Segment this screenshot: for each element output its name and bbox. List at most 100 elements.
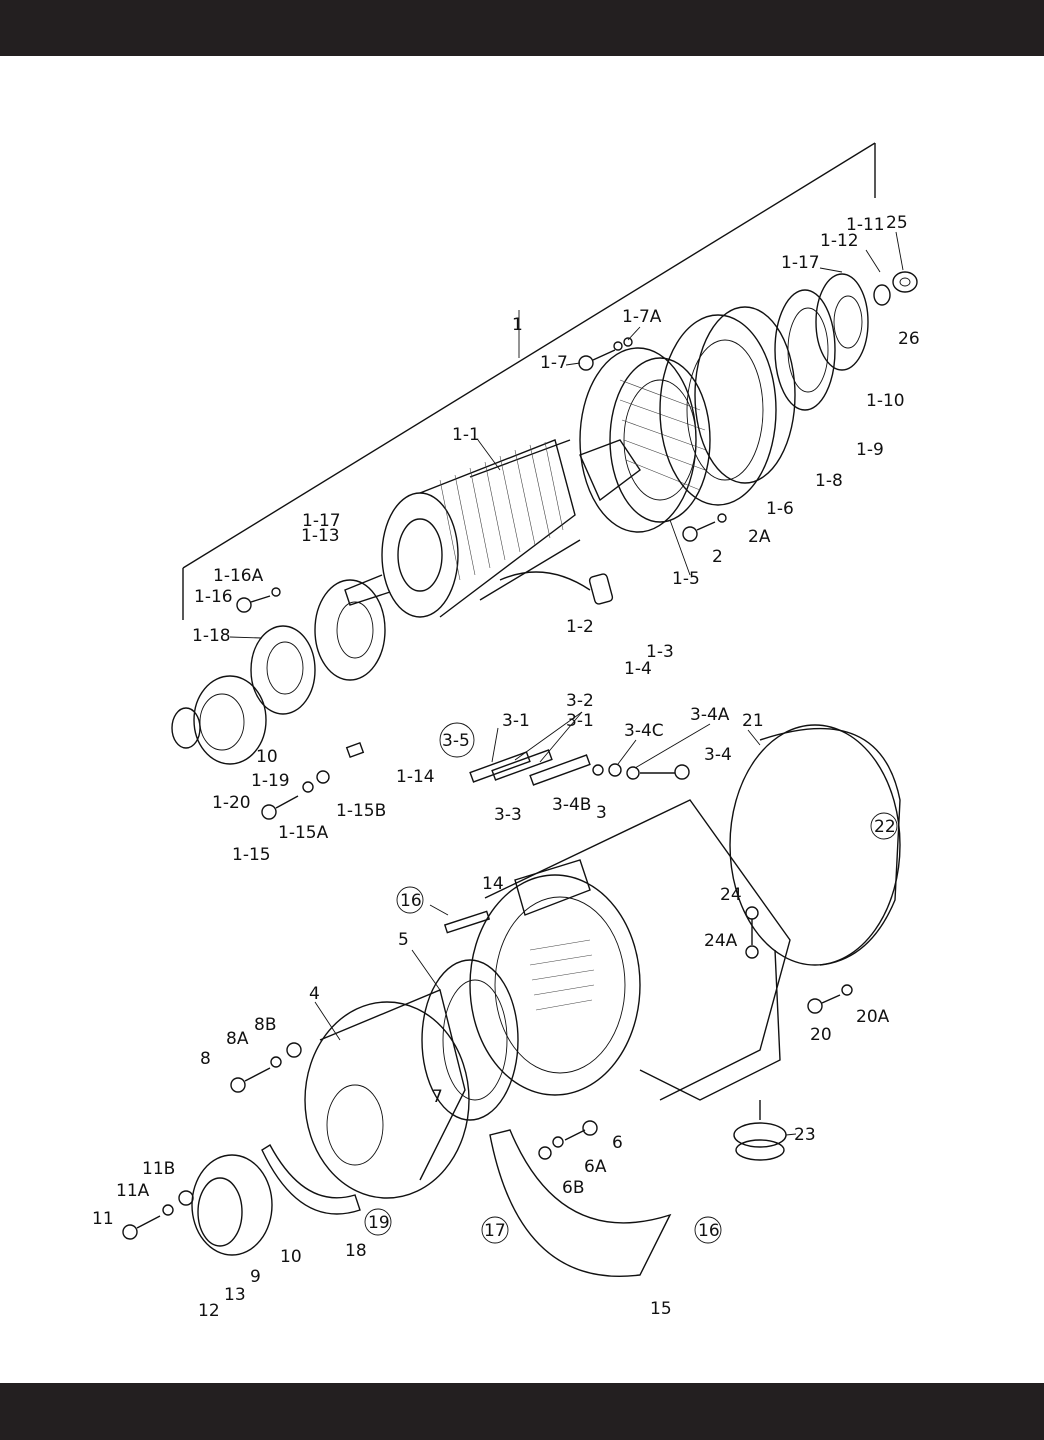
disk-1-9 [774, 289, 836, 411]
label-11b: 11B [142, 1159, 175, 1179]
label-3-4: 3-4 [704, 745, 732, 765]
label-3-2: 3-2 [566, 691, 594, 711]
rotor-assembly-bracket [182, 142, 876, 620]
bolt-1-15 [261, 770, 330, 820]
label-1: 1 [512, 315, 523, 335]
bolt-11 [122, 1190, 194, 1240]
label-11a: 11A [116, 1181, 150, 1201]
label-6a: 6A [584, 1157, 607, 1177]
label-7: 7 [432, 1087, 443, 1107]
label-1-15a: 1-15A [278, 823, 329, 843]
label-1-6: 1-6 [766, 499, 794, 519]
ring-26 [873, 284, 891, 306]
plate-1-13 [314, 579, 386, 681]
label-10-lower: 10 [280, 1247, 302, 1267]
label-1-15: 1-15 [232, 845, 271, 865]
label-1-15b: 1-15B [336, 801, 386, 821]
label-1-7a: 1-7A [622, 307, 662, 327]
label-8b: 8B [254, 1015, 276, 1035]
label-3-1-right: 3-1 [566, 711, 594, 731]
bottom-banner [0, 1383, 1044, 1440]
callout-labels: 1 1-1 1-2 1-3 1-4 1-5 1-6 1-7 1-7A 1-8 1… [92, 213, 920, 1321]
bolt-3-4 [592, 763, 690, 780]
label-1-12: 1-12 [820, 231, 859, 251]
plate-14 [443, 910, 491, 934]
callout-circles [364, 722, 898, 1244]
label-6b: 6B [562, 1178, 584, 1198]
label-1-10: 1-10 [866, 391, 905, 411]
bolt-20 [807, 984, 853, 1014]
label-11: 11 [92, 1209, 114, 1229]
label-26: 26 [898, 329, 920, 349]
cover-1-18 [250, 625, 316, 715]
label-1-1: 1-1 [452, 425, 480, 445]
label-24a: 24A [704, 931, 738, 951]
part-1-2 [588, 573, 614, 605]
label-16-left: 16 [400, 891, 422, 911]
bolt-2 [682, 513, 727, 542]
label-22: 22 [874, 817, 896, 837]
label-1-2: 1-2 [566, 617, 594, 637]
label-2: 2 [712, 547, 723, 567]
label-23: 23 [794, 1125, 816, 1145]
label-1-5: 1-5 [672, 569, 700, 589]
label-12: 12 [198, 1301, 220, 1321]
rotor-1-1 [344, 439, 641, 618]
stator-frame-3 [469, 799, 791, 1101]
label-15: 15 [650, 1299, 672, 1319]
label-14: 14 [482, 874, 504, 894]
bolt-1-7 [578, 337, 633, 371]
bushing-25 [892, 271, 918, 293]
label-10-upper: 10 [256, 747, 278, 767]
label-4: 4 [309, 984, 320, 1004]
label-1-7: 1-7 [540, 353, 568, 373]
label-1-16: 1-16 [194, 587, 233, 607]
leader-lines [229, 231, 904, 1136]
bolt-24 [745, 906, 759, 959]
label-1-4: 1-4 [624, 659, 652, 679]
cover-10 [191, 1154, 273, 1256]
label-21: 21 [742, 711, 764, 731]
label-1-8: 1-8 [815, 471, 843, 491]
label-1-19: 1-19 [251, 771, 290, 791]
screen-21 [729, 724, 901, 966]
snap-ring-1-20 [171, 707, 201, 749]
label-24: 24 [720, 885, 742, 905]
bolt-1-16 [236, 587, 281, 613]
clip-1-14 [345, 742, 365, 758]
label-1-16a: 1-16A [213, 566, 264, 586]
disk-1-10 [815, 273, 869, 371]
label-1-11: 1-11 [846, 215, 885, 235]
label-6: 6 [612, 1133, 623, 1153]
label-18: 18 [345, 1241, 367, 1261]
label-1-13: 1-13 [301, 526, 340, 546]
label-13: 13 [224, 1285, 246, 1305]
label-1-18: 1-18 [192, 626, 231, 646]
label-19: 19 [368, 1213, 390, 1233]
label-3-4c: 3-4C [624, 721, 664, 741]
label-16-right: 16 [698, 1221, 720, 1241]
label-20: 20 [810, 1025, 832, 1045]
label-3-3: 3-3 [494, 805, 522, 825]
label-20a: 20A [856, 1007, 890, 1027]
bolt-6 [538, 1120, 598, 1160]
label-1-20: 1-20 [212, 793, 251, 813]
disk-1-6 [659, 314, 777, 506]
label-3-1-left: 3-1 [502, 711, 530, 731]
cap-9 [197, 1177, 243, 1247]
ring-5 [421, 959, 519, 1121]
label-1-17-upper: 1-17 [781, 253, 820, 273]
label-25: 25 [886, 213, 908, 233]
label-8: 8 [200, 1049, 211, 1069]
hub-1-5 [579, 347, 711, 533]
top-banner [0, 0, 1044, 56]
label-5: 5 [398, 930, 409, 950]
label-9: 9 [250, 1267, 261, 1287]
label-1-14: 1-14 [396, 767, 435, 787]
disk-1-8 [694, 306, 796, 484]
label-3-5: 3-5 [442, 731, 470, 751]
label-3: 3 [596, 803, 607, 823]
bolt-8 [230, 1042, 302, 1093]
label-1-3: 1-3 [646, 642, 674, 662]
